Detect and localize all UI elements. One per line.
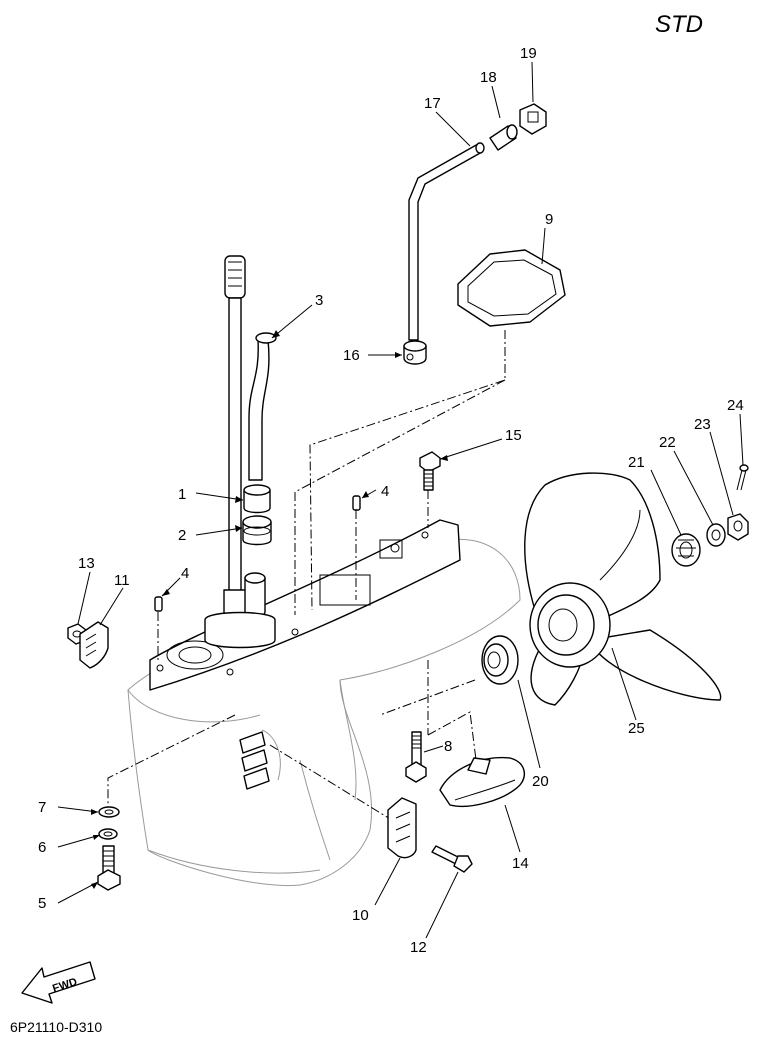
label-part-21: 21 xyxy=(628,454,645,471)
shift-rod xyxy=(223,255,247,616)
part-20-hub-bushing xyxy=(481,635,519,685)
diagram-code: 6P21110-D310 xyxy=(10,1019,102,1035)
part-11-anode xyxy=(79,621,109,669)
part-25-propeller xyxy=(524,472,722,706)
label-part-1: 1 xyxy=(178,486,186,503)
water-pump-housing xyxy=(204,572,276,649)
assembly-lines xyxy=(107,330,506,823)
part-7-washer xyxy=(98,806,120,818)
label-part-25: 25 xyxy=(628,720,645,737)
variant-label: STD xyxy=(655,11,703,38)
part-3-water-pipe xyxy=(248,332,277,481)
part-15-bolt xyxy=(419,451,441,491)
part-17-tube xyxy=(408,142,485,341)
part-labels: 1 2 3 4 4 5 6 7 8 9 10 11 12 13 14 15 16… xyxy=(38,45,744,956)
part-18-sleeve xyxy=(489,124,518,151)
water-inlet-grille xyxy=(239,729,281,790)
fwd-arrow-icon: FWD xyxy=(21,961,96,1004)
label-part-15: 15 xyxy=(505,427,522,444)
label-part-14: 14 xyxy=(512,855,529,872)
label-part-4b: 4 xyxy=(381,483,389,500)
label-part-8: 8 xyxy=(444,738,452,755)
part-22-washer xyxy=(706,523,726,547)
leader-arrowheads xyxy=(91,330,448,889)
part-5-bolt xyxy=(97,845,121,891)
part-16-grommet xyxy=(403,340,427,365)
part-10-anode xyxy=(387,797,417,859)
part-4-dowel-pin-b xyxy=(352,495,361,511)
part-8-bolt xyxy=(405,731,427,783)
label-part-12: 12 xyxy=(410,939,427,956)
label-part-6: 6 xyxy=(38,839,46,856)
label-part-10: 10 xyxy=(352,907,369,924)
label-part-2: 2 xyxy=(178,527,186,544)
part-12-bolt xyxy=(431,845,473,873)
label-part-7: 7 xyxy=(38,799,46,816)
part-9-gasket xyxy=(457,249,566,327)
part-14-trim-tab xyxy=(439,756,526,807)
part-2-seal xyxy=(242,515,272,546)
label-part-23: 23 xyxy=(694,416,711,433)
label-part-16: 16 xyxy=(343,347,360,364)
leader-lines xyxy=(57,61,744,939)
part-4-dowel-pin-a xyxy=(154,596,163,612)
label-part-19: 19 xyxy=(520,45,537,62)
label-part-11: 11 xyxy=(114,572,130,589)
label-part-3: 3 xyxy=(315,292,323,309)
label-part-4a: 4 xyxy=(181,565,189,582)
part-23-nut xyxy=(727,513,749,541)
label-part-18: 18 xyxy=(480,69,497,86)
label-part-17: 17 xyxy=(424,95,441,112)
label-part-20: 20 xyxy=(532,773,549,790)
part-19-clip xyxy=(519,103,547,135)
part-21-spacer xyxy=(671,533,701,567)
part-6-spring-washer xyxy=(98,828,118,840)
label-part-13: 13 xyxy=(78,555,95,572)
label-part-22: 22 xyxy=(659,434,676,451)
label-part-5: 5 xyxy=(38,895,46,912)
label-part-24: 24 xyxy=(727,397,744,414)
part-24-cotter-pin xyxy=(736,464,749,491)
label-part-9: 9 xyxy=(545,211,553,228)
part-1-grommet xyxy=(243,484,271,514)
